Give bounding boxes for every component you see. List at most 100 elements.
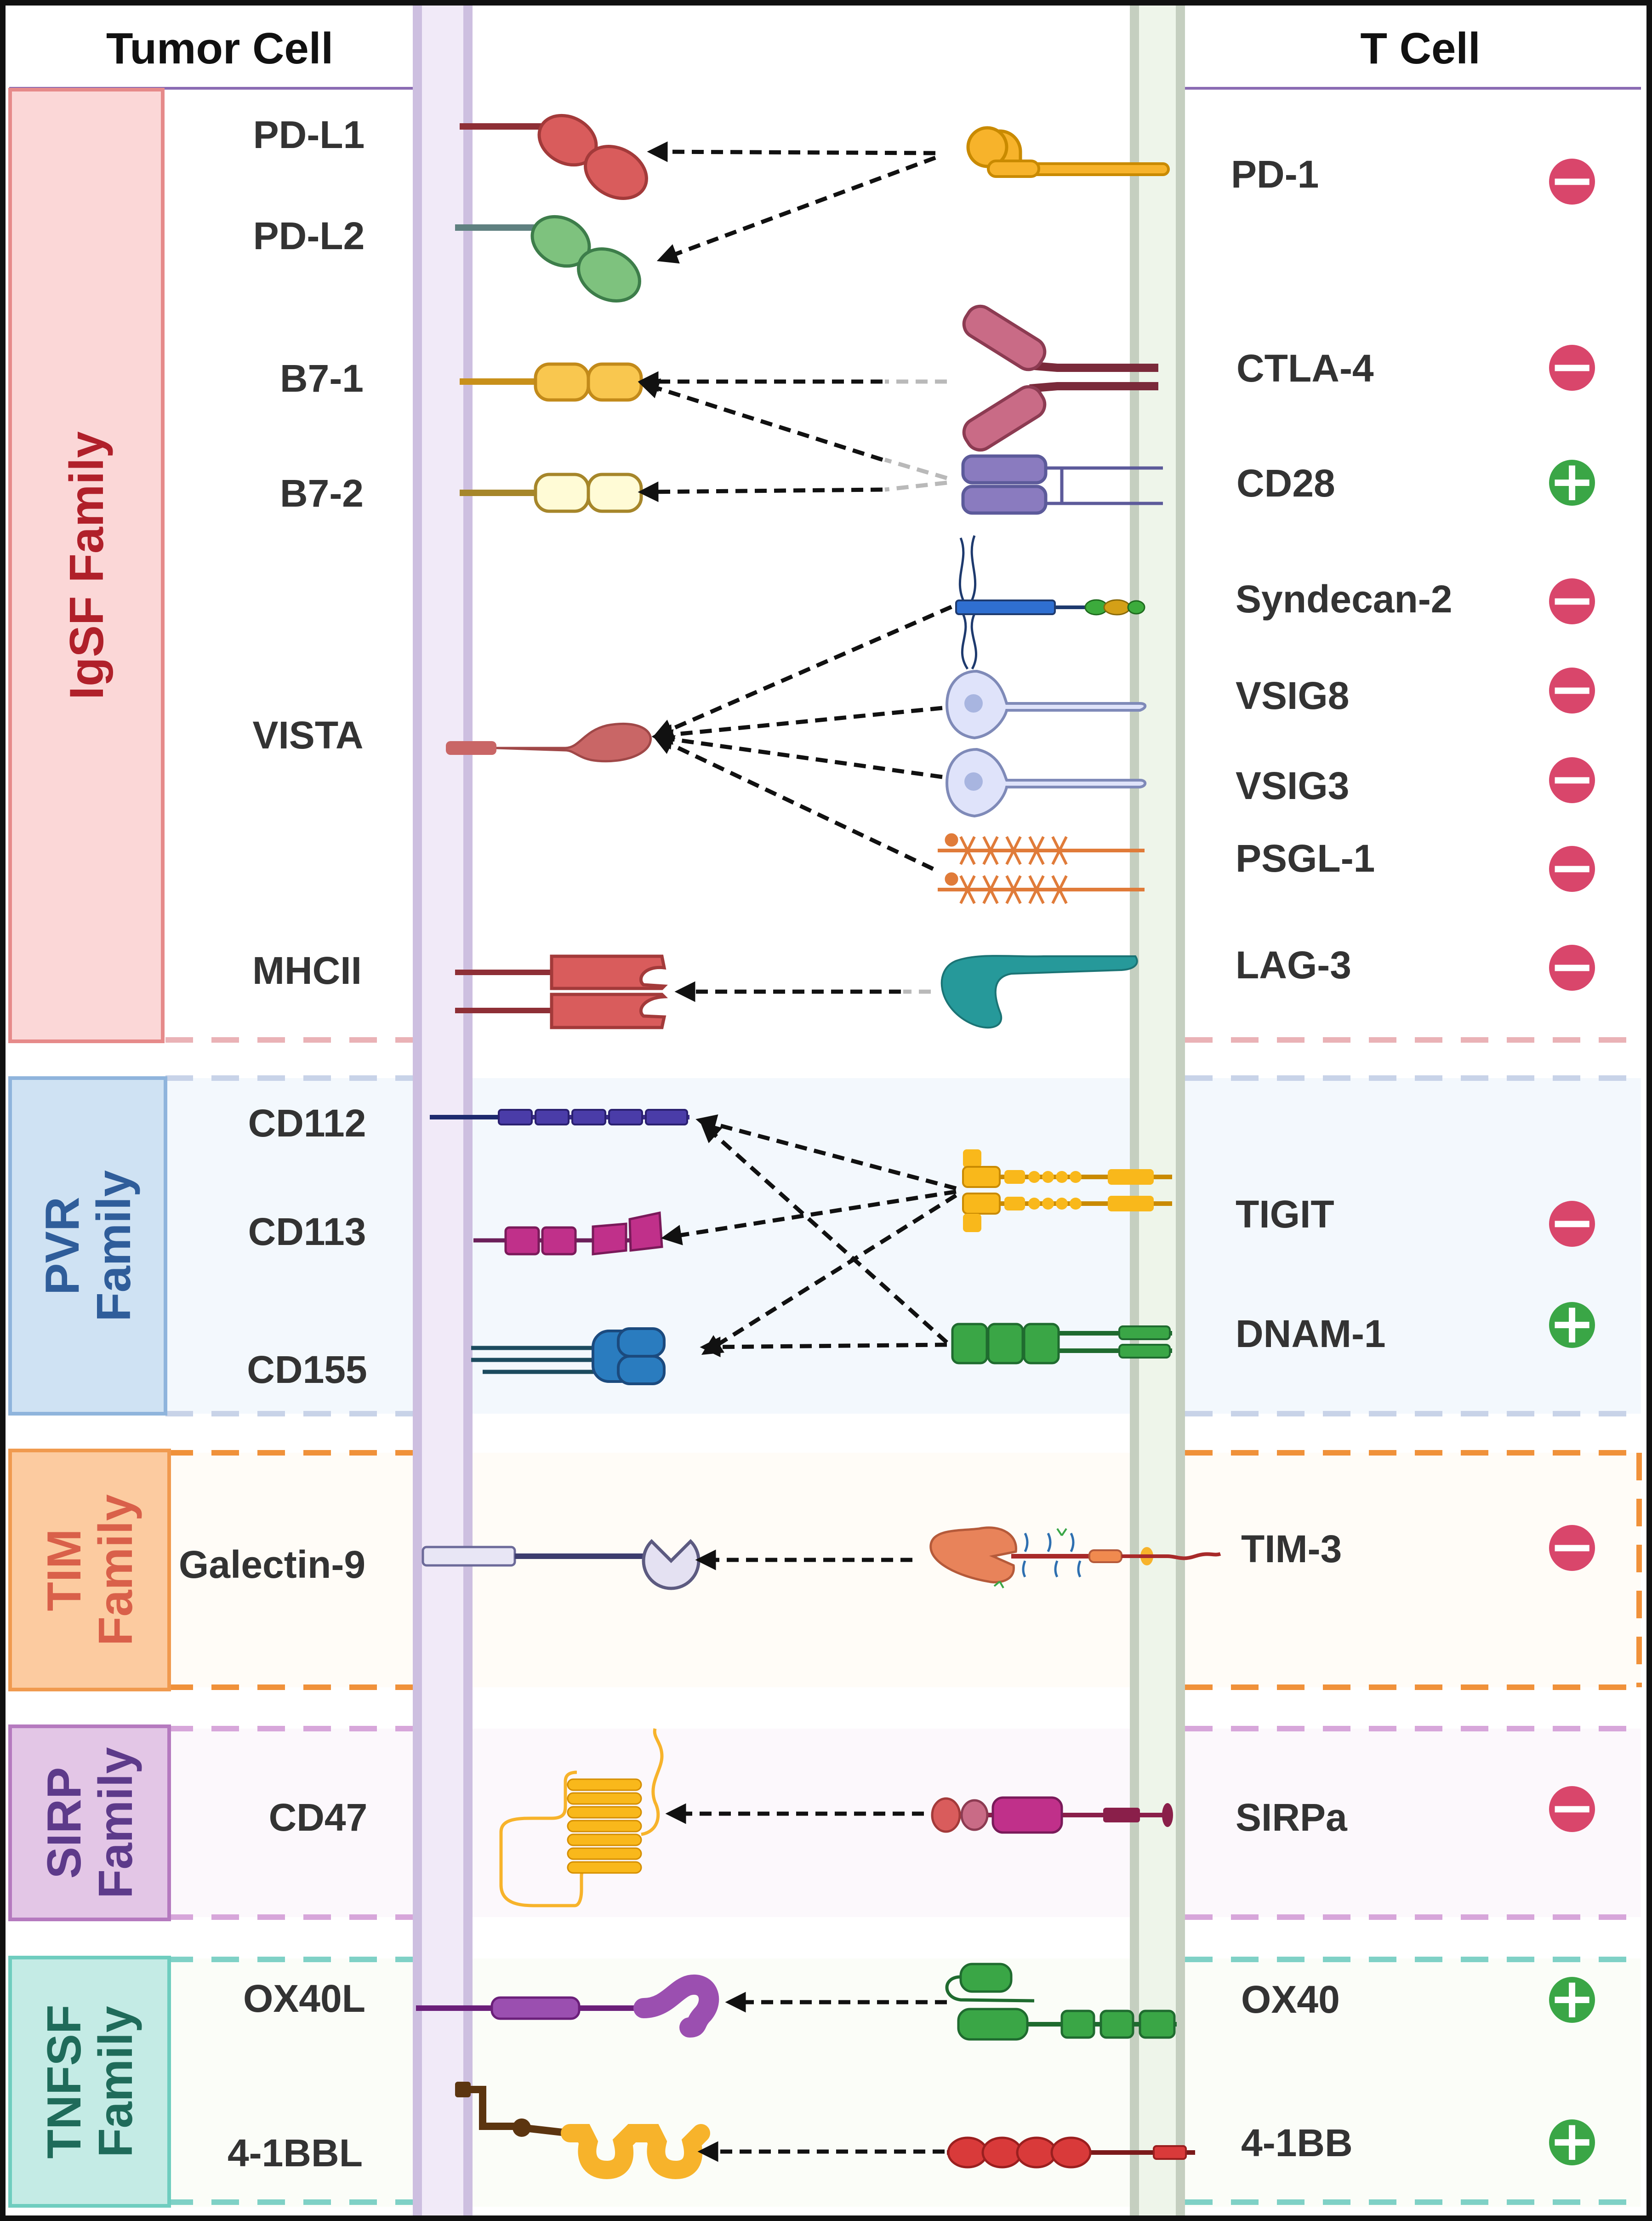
family-label-igsf: IgSF Family bbox=[60, 431, 114, 700]
family-label-tnfsf-line1: TNFSF bbox=[38, 2004, 91, 2158]
ox40l-molecule bbox=[416, 1975, 719, 2038]
tnfsf-band-bg bbox=[9, 1958, 1641, 2207]
ox40-molecule bbox=[945, 1963, 1177, 2041]
family-box-sirp bbox=[8, 1724, 171, 1921]
arrow-cd28-b72 bbox=[638, 481, 883, 502]
ligand-label-b7-1: B7-1 bbox=[280, 357, 364, 400]
dnam-1-molecule bbox=[951, 1323, 1172, 1365]
lag-3-molecule bbox=[940, 955, 1138, 1029]
effect-sign-glyph-tigit: − bbox=[1549, 1191, 1595, 1255]
effect-sign-glyph-sirpa: − bbox=[1549, 1776, 1595, 1840]
effect-sign-vsig8 bbox=[1549, 668, 1595, 714]
header-t-cell: T Cell bbox=[1360, 24, 1480, 73]
receptor-label-ctla-4: CTLA-4 bbox=[1236, 347, 1374, 390]
effect-sign-glyph-vsig8: − bbox=[1549, 657, 1595, 721]
family-label-tim-line1: TIM bbox=[38, 1529, 91, 1611]
arrow-psgl1-vista bbox=[652, 735, 934, 871]
4-1bb-molecule bbox=[947, 2136, 1195, 2169]
ligand-label-pd-l1: PD-L1 bbox=[253, 113, 365, 156]
ligand-label-galectin-9: Galectin-9 bbox=[179, 1543, 365, 1586]
effect-sign-glyph-ox40: + bbox=[1549, 1967, 1595, 2031]
b7-2-molecule bbox=[460, 473, 643, 513]
receptor-label-pd-1: PD-1 bbox=[1231, 153, 1319, 196]
effect-sign-dnam1 bbox=[1549, 1302, 1595, 1348]
pd-1-molecule bbox=[966, 126, 1170, 178]
receptor-label-psgl-1: PSGL-1 bbox=[1236, 837, 1375, 880]
ligand-label-4-1bbl: 4-1BBL bbox=[228, 2131, 363, 2175]
vsig8-molecule bbox=[945, 669, 1147, 740]
family-label-sirp-line2: Family bbox=[89, 1747, 142, 1899]
effect-sign-pd1 bbox=[1549, 159, 1595, 205]
effect-sign-syndecan2 bbox=[1549, 578, 1595, 624]
tim-band-bg bbox=[9, 1453, 1641, 1687]
effect-signs: −−+−−−−−−+−−++ bbox=[1549, 148, 1595, 2173]
effect-sign-glyph-syndecan2: − bbox=[1549, 568, 1595, 632]
effect-sign-vsig3 bbox=[1549, 757, 1595, 803]
receptor-label-tigit: TIGIT bbox=[1236, 1193, 1334, 1236]
effect-sign-sirpa bbox=[1549, 1786, 1595, 1832]
family-box-pvr bbox=[8, 1076, 167, 1416]
syndecan-2-molecule bbox=[955, 535, 1145, 670]
ctla-4-molecule bbox=[962, 304, 1158, 452]
receptor-label-syndecan-2: Syndecan-2 bbox=[1236, 577, 1453, 621]
family-label-pvr-line1: PVR bbox=[36, 1197, 89, 1295]
receptor-label-tim-3: TIM-3 bbox=[1241, 1527, 1342, 1570]
family-label-tim-line2: Family bbox=[89, 1494, 142, 1646]
cd155-molecule bbox=[471, 1327, 666, 1385]
effect-sign-lag3 bbox=[1549, 945, 1595, 991]
ligand-label-cd112: CD112 bbox=[248, 1102, 366, 1145]
ligand-label-cd47: CD47 bbox=[269, 1796, 368, 1839]
receptor-label-dnam-1: DNAM-1 bbox=[1236, 1312, 1386, 1355]
effect-sign-glyph-psgl1: − bbox=[1549, 836, 1595, 900]
pvr-band-bg bbox=[9, 1078, 1641, 1414]
pd-l1-molecule bbox=[460, 114, 648, 200]
family-label-sirp-line1: SIRP bbox=[38, 1767, 91, 1879]
arrow-tigit-cd112 bbox=[695, 1114, 957, 1191]
psgl-1-molecule bbox=[938, 833, 1145, 904]
receptor-label-ox40: OX40 bbox=[1241, 1978, 1340, 2021]
effect-sign-glyph-4-1bb: + bbox=[1549, 2109, 1595, 2173]
header-tumor-cell: Tumor Cell bbox=[106, 24, 333, 73]
effect-sign-glyph-dnam1: + bbox=[1549, 1292, 1595, 1356]
cd113-molecule bbox=[473, 1211, 663, 1256]
effect-sign-psgl1 bbox=[1549, 846, 1595, 892]
arrow-cd28-b71 bbox=[638, 378, 883, 462]
effect-sign-glyph-vsig3: − bbox=[1549, 747, 1595, 811]
effect-sign-4-1bb bbox=[1549, 2119, 1595, 2165]
cd28-molecule bbox=[961, 454, 1163, 515]
effect-sign-glyph-lag3: − bbox=[1549, 935, 1595, 999]
effect-sign-ox40 bbox=[1549, 1977, 1595, 2023]
arrow-syndecan2-vista bbox=[652, 605, 952, 739]
effect-sign-glyph-cd28: + bbox=[1549, 450, 1595, 514]
family-box-tnfsf bbox=[8, 1956, 171, 2208]
mhcii-molecule bbox=[455, 954, 668, 1029]
arrow-tigit-cd113 bbox=[661, 1189, 957, 1245]
receptor-label-vsig3: VSIG3 bbox=[1236, 764, 1349, 807]
tigit-molecule bbox=[962, 1149, 1172, 1232]
tumor-membrane bbox=[413, 6, 473, 2216]
cd47-molecule bbox=[499, 1728, 664, 1907]
ligand-label-b7-2: B7-2 bbox=[280, 472, 364, 515]
ligand-label-cd113: CD113 bbox=[248, 1210, 366, 1253]
effect-sign-cd28 bbox=[1549, 460, 1595, 506]
arrow-dnam1-cd155 bbox=[700, 1336, 947, 1358]
arrow-pd1-pdl1 bbox=[647, 141, 936, 162]
family-box-igsf bbox=[8, 88, 165, 1043]
ligand-label-cd155: CD155 bbox=[247, 1348, 367, 1391]
sirp-band-bg bbox=[9, 1729, 1641, 1917]
4-1bbl-molecule bbox=[455, 2082, 710, 2180]
b7-1-molecule bbox=[460, 362, 643, 402]
arrow-pd1-pdl2 bbox=[656, 155, 936, 264]
receptor-label-vsig8: VSIG8 bbox=[1236, 674, 1349, 717]
galectin-9-molecule bbox=[422, 1539, 701, 1590]
arrow-vsig3-vista bbox=[651, 729, 943, 779]
receptor-label-lag-3: LAG-3 bbox=[1236, 943, 1351, 987]
ligand-label-vista: VISTA bbox=[252, 714, 363, 757]
effect-sign-glyph-pd1: − bbox=[1549, 148, 1595, 212]
arrow-vsig8-vista bbox=[651, 706, 943, 745]
ligand-label-mhcii: MHCII bbox=[252, 949, 362, 992]
ligand-label-pd-l2: PD-L2 bbox=[253, 214, 365, 257]
effect-sign-tigit bbox=[1549, 1201, 1595, 1247]
arrow-dnam1-cd112 bbox=[700, 1122, 948, 1344]
